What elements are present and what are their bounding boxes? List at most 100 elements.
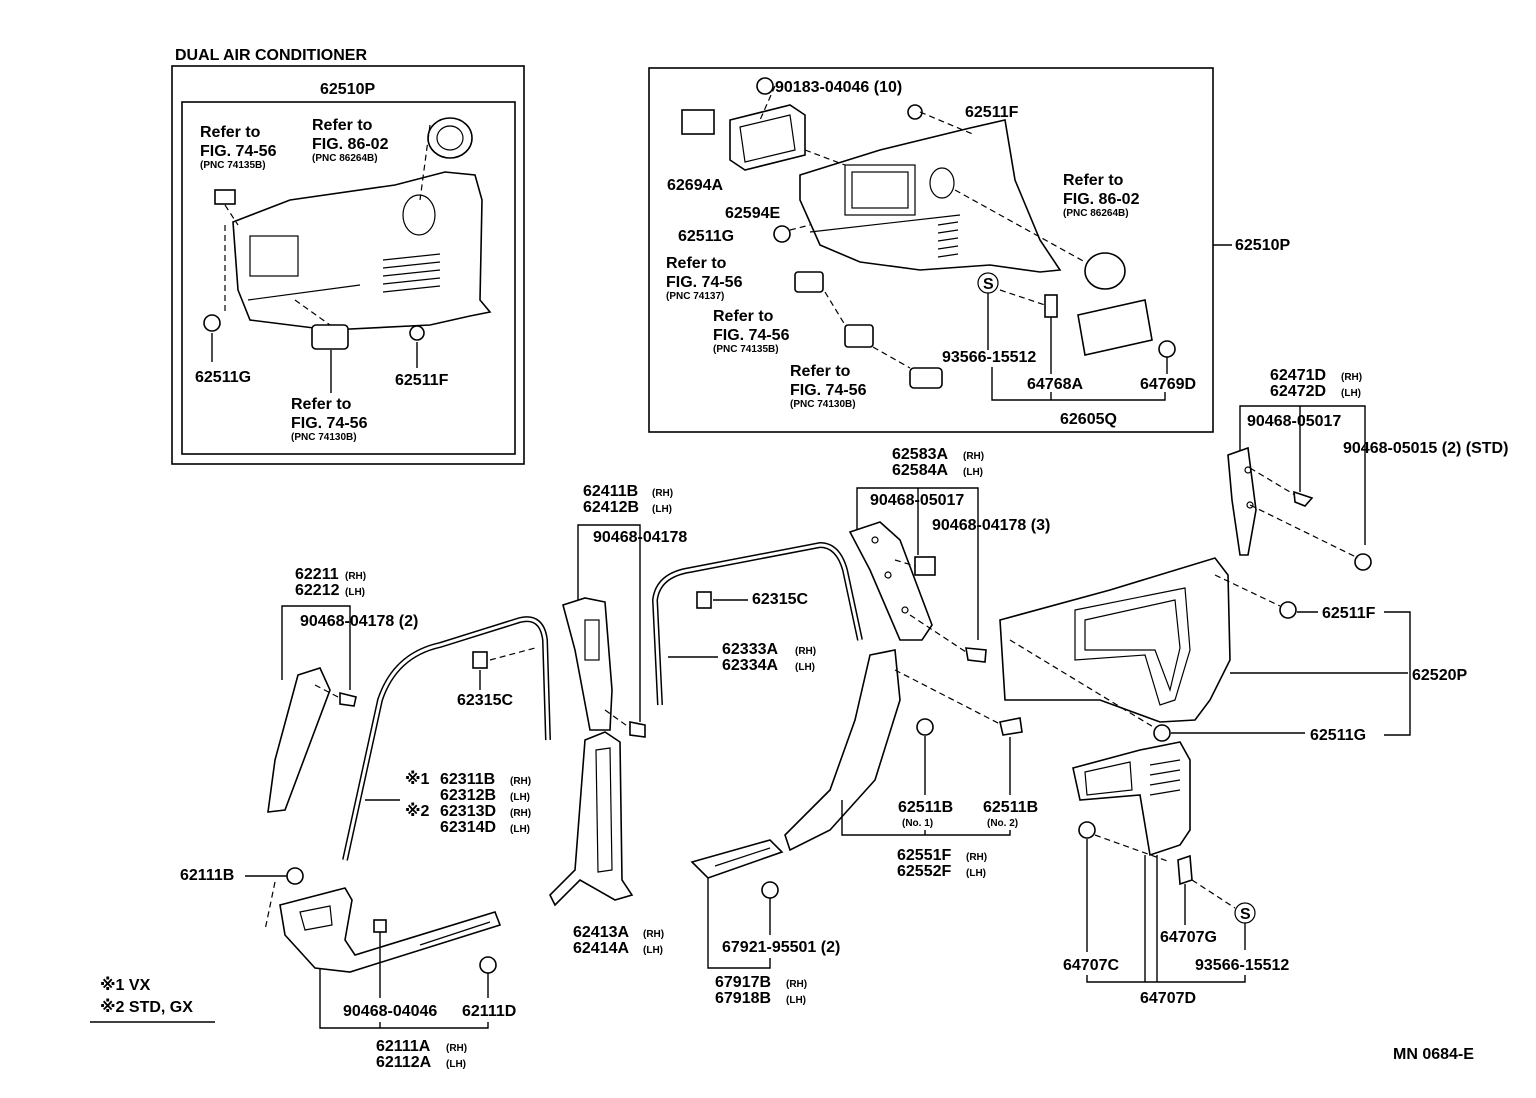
label-62314d: 62314D: [440, 819, 496, 836]
label-62584a: 62584A: [892, 462, 948, 479]
bracket-62411b: [577, 524, 641, 722]
part-scuff-ribs: [714, 847, 771, 867]
bracket-67917b: [707, 878, 771, 969]
label-62314d-lh: (LH): [510, 824, 530, 835]
label-90468-05017-a: 90468-05017: [1247, 413, 1341, 430]
upper-dash-3: [804, 149, 846, 166]
bracket-62111a: [319, 968, 489, 1029]
label-90468-04046: 90468-04046: [343, 1003, 437, 1020]
part-clip-62511f: [1279, 601, 1297, 619]
inset-ref-b-line1: Refer to: [312, 117, 373, 134]
upper-ref-d-line3: (PNC 74130B): [790, 399, 856, 410]
label-62583a: 62583A: [892, 446, 948, 463]
label-62511b-1: 62511B: [898, 799, 953, 816]
upper-ref-a-line3: (PNC 74137): [666, 291, 724, 302]
label-62584a-lh: (LH): [963, 467, 983, 478]
inset-frame: [171, 65, 525, 465]
label-62211: 62211: [295, 566, 339, 583]
label-62111d: 62111D: [462, 1003, 516, 1020]
label-62511g: 62511G: [1310, 727, 1366, 744]
upper-bracket-icon: [1044, 294, 1058, 318]
label-62520p: 62520P: [1412, 667, 1467, 684]
label-64707g: 64707G: [1160, 929, 1217, 946]
label-62411b: 62411B: [583, 483, 638, 500]
inset-ref-b: Refer to FIG. 86-02 (PNC 86264B): [312, 117, 389, 164]
label-62334a-lh: (LH): [795, 662, 815, 673]
upper-assembly-62605q: 62605Q: [1060, 411, 1117, 428]
label-62412b-lh: (LH): [652, 504, 672, 515]
upper-screw-93566: 93566-15512: [942, 349, 1036, 366]
upper-ref-b-line3: (PNC 86264B): [1063, 208, 1129, 219]
upper-dash-7: [824, 291, 846, 326]
label-62414a-lh: (LH): [643, 945, 663, 956]
inset-dash-1: [419, 124, 431, 201]
part-clip-05017-a: [1293, 490, 1314, 507]
upper-ref-c-line3: (PNC 74135B): [713, 344, 779, 355]
inset-dash-4: [294, 299, 331, 326]
bracket-62551f: [841, 800, 1011, 836]
label-64707c: 64707C: [1063, 957, 1119, 974]
dash-center-1: [604, 709, 631, 729]
inset-ref-a-line2: FIG. 74-56: [200, 143, 277, 160]
label-62472d: 62472D: [1270, 383, 1326, 400]
inset-dash-2: [224, 204, 239, 226]
part-door-weatherstrip-inner: [653, 543, 862, 706]
part-door-weatherstrip: [651, 541, 863, 706]
dash-pillar-1: [1249, 467, 1296, 496]
label-62111b: 62111B: [180, 867, 234, 884]
label-62211-rh: (RH): [345, 571, 366, 582]
inset-ref-c-line2: FIG. 74-56: [291, 415, 368, 432]
label-67917b: 67917B: [715, 974, 771, 991]
part-rear-quarter-trim: [999, 557, 1231, 723]
part-clip-62315c-a: [696, 591, 712, 609]
dash-lower-rear-1: [1094, 834, 1171, 863]
dash-rear-1: [1214, 574, 1281, 607]
part-lower-rear-trim: [1072, 741, 1191, 857]
label-62471d-rh: (RH): [1341, 372, 1362, 383]
label-90468-04178-3: 90468-04178 (3): [932, 517, 1050, 534]
inset-trim-panel: [232, 171, 492, 331]
label-62552f: 62552F: [897, 863, 951, 880]
s-mark-2: S: [1240, 906, 1251, 923]
label-90468-05017-b: 90468-05017: [870, 492, 964, 509]
part-clip-62511b-2: [999, 717, 1023, 736]
upper-bezel-62594e: 62594E: [725, 205, 780, 222]
inset-ref-a-line1: Refer to: [200, 124, 261, 141]
label-62312b: 62312B: [440, 787, 496, 804]
upper-ref-a: Refer to FIG. 74-56 (PNC 74137): [666, 255, 743, 302]
upper-box-frame: [648, 67, 1214, 433]
bracket-62471d: [1239, 405, 1366, 545]
part-clip-67921: [761, 881, 779, 899]
inset-inner-frame: [181, 101, 516, 455]
label-62212-lh: (LH): [345, 587, 365, 598]
dash-62111b: [264, 881, 276, 931]
label-62313d: 62313D: [440, 803, 496, 820]
part-clip-62111d: [479, 956, 497, 974]
label-62411b-rh: (RH): [652, 488, 673, 499]
dash-pillar-2: [1249, 504, 1359, 559]
dash-front-1: [314, 684, 341, 699]
upper-nut-icon: [756, 77, 774, 95]
upper-ref-d: Refer to FIG. 74-56 (PNC 74130B): [790, 363, 867, 410]
upper-bracket-64768a: 64768A: [1027, 376, 1083, 393]
label-62311b-rh: (RH): [510, 776, 531, 787]
upper-nut-90183: 90183-04046 (10): [775, 79, 902, 96]
mark-1: ※1: [405, 770, 430, 788]
part-opening-weatherstrip-inner: [343, 617, 550, 861]
label-67918b: 67918B: [715, 990, 771, 1007]
part-clip-64707c: [1078, 821, 1096, 839]
label-62315c-b: 62315C: [457, 692, 513, 709]
part-clip-04178-a: [629, 721, 646, 738]
mark-2: ※2: [405, 802, 430, 820]
label-62212: 62212: [295, 582, 340, 599]
label-62333a: 62333A: [722, 641, 778, 658]
label-62313d-rh: (RH): [510, 808, 531, 819]
part-clip-62511b-1: [916, 718, 934, 736]
label-62511b-2: 62511B: [983, 799, 1038, 816]
label-62112a-lh: (LH): [446, 1059, 466, 1070]
label-67918b-lh: (LH): [786, 995, 806, 1006]
label-62412b: 62412B: [583, 499, 639, 516]
label-62334a: 62334A: [722, 657, 778, 674]
upper-clip-62511f: 62511F: [965, 104, 1019, 121]
